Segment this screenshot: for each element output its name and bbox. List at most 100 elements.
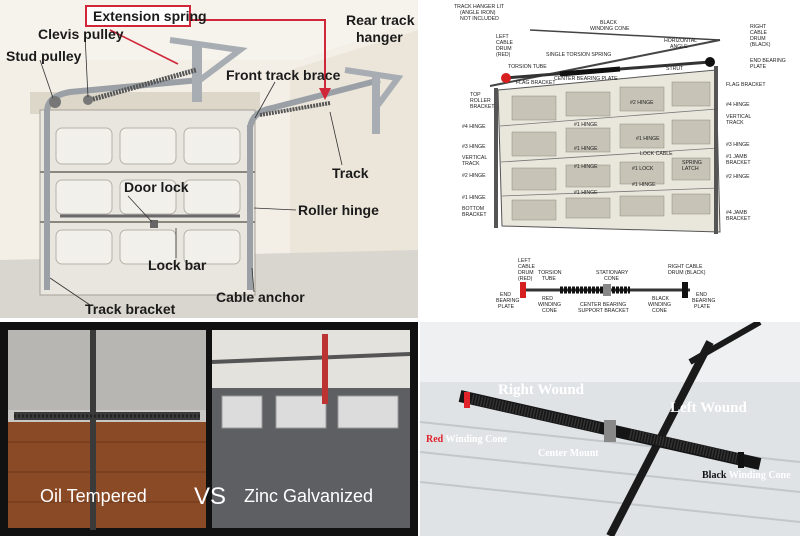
label-hinge1-left: #1 HINGE (462, 195, 486, 201)
label-top-roller-bracket-1: TOP (470, 92, 481, 98)
winding-direction-photo: Right Wound Left Wound Red Winding Cone … (420, 322, 800, 536)
label-lock-cable: LOCK CABLE (640, 151, 673, 157)
label-vertical-track-right-2: TRACK (726, 120, 744, 126)
label-red-word: Red (426, 434, 444, 445)
torsion-system-illustration: TRACK HANGER LIT (ANGLE IRON) NOT INCLUD… (420, 0, 800, 318)
label-hinge2-left: #2 HINGE (462, 173, 486, 179)
label-left-wound: Left Wound (670, 400, 747, 416)
label-right-cable-drum-2: CABLE (750, 30, 768, 36)
label-detail-black-cone-1: BLACK (652, 296, 670, 302)
label-rear-track-hanger-2: hanger (356, 29, 403, 45)
label-zinc-galvanized: Zinc Galvanized (244, 486, 373, 506)
label-detail-black-cone-2: WINDING (648, 302, 671, 308)
label-detail-right-drum-2: DRUM (BLACK) (668, 270, 706, 276)
label-clevis-pulley: Clevis pulley (38, 26, 124, 42)
label-detail-left-drum-4: (RED) (518, 276, 533, 282)
label-black-winding-cone: Black Winding Cone (702, 470, 791, 481)
label-track-bracket: Track bracket (85, 301, 176, 317)
label-center-mount: Center Mount (538, 448, 599, 459)
label-track: Track (332, 165, 369, 181)
label-detail-end-plate-left-3: PLATE (498, 304, 515, 310)
label-hinge1-e: #1 HINGE (632, 182, 656, 188)
label-hinge3-right: #3 HINGE (726, 142, 750, 148)
label-right-cable-drum-1: RIGHT (750, 24, 767, 30)
label-detail-stationary-cone-1: STATIONARY (596, 270, 629, 276)
label-detail-end-plate-left-2: BEARING (496, 298, 519, 304)
label-black-winding-cone-2: WINDING CONE (590, 26, 630, 32)
label-extension-spring: Extension spring (93, 8, 207, 24)
label-hinge1-f: #1 HINGE (574, 190, 598, 196)
label-spring-latch-1: SPRING (682, 160, 702, 166)
extension-spring-diagram: Extension spring Clevis pulley Stud pull… (0, 0, 418, 318)
label-detail-center-bearing-1: CENTER BEARING (580, 302, 626, 308)
label-black-winding-cone-1: BLACK (600, 20, 618, 26)
label-vs: VS (194, 483, 226, 510)
label-top-roller-bracket-2: ROLLER (470, 98, 491, 104)
label-left-cable-drum-2: CABLE (496, 40, 514, 46)
label-right-cable-drum-4: (BLACK) (750, 42, 771, 48)
label-flag-bracket-right: FLAG BRACKET (726, 82, 766, 88)
label-hinge4-right: #4 HINGE (726, 102, 750, 108)
label-detail-torsion-tube-2: TUBE (542, 276, 556, 282)
label-right-wound: Right Wound (498, 382, 585, 398)
label-detail-stationary-cone-2: CONE (604, 276, 620, 282)
label-single-torsion-spring: SINGLE TORSION SPRING (546, 52, 611, 58)
label-center-bearing-plate: CENTER BEARING PLATE (554, 76, 618, 82)
label-black-word: Black (702, 470, 727, 481)
label-detail-end-plate-left-1: END (500, 292, 511, 298)
label-horizontal-angle-2: ANGLE (670, 44, 688, 50)
label-rear-track-hanger-1: Rear track (346, 12, 415, 28)
label-vertical-track-right-1: VERTICAL (726, 114, 751, 120)
label-track-hanger-2: (ANGLE IRON) (460, 10, 496, 16)
label-cable-anchor: Cable anchor (216, 289, 305, 305)
label-left-cable-drum-3: DRUM (496, 46, 512, 52)
label-top-roller-bracket-3: BRACKET (470, 104, 495, 110)
label-end-bearing-plate-right-1: END BEARING (750, 58, 786, 64)
label-right-cable-drum-3: DRUM (750, 36, 766, 42)
label-stud-pulley: Stud pulley (6, 48, 82, 64)
label-detail-end-plate-right-3: PLATE (694, 304, 711, 310)
label-hinge1-b: #1 HINGE (636, 136, 660, 142)
label-detail-red-cone-3: CONE (542, 308, 558, 314)
winding-direction-illustration: Right Wound Left Wound Red Winding Cone … (420, 322, 800, 536)
label-door-lock: Door lock (124, 179, 189, 195)
label-strut: STRUT (666, 66, 684, 72)
label-detail-black-cone-3: CONE (652, 308, 668, 314)
label-detail-left-drum-1: LEFT (518, 258, 532, 264)
extension-spring-illustration: Extension spring Clevis pulley Stud pull… (0, 0, 418, 318)
label-front-track-brace: Front track brace (226, 67, 341, 83)
label-red-winding-cone-rest: Winding Cone (443, 434, 508, 445)
label-track-hanger-1: TRACK HANGER LIT (454, 4, 505, 10)
label-bottom-bracket-1: BOTTOM (462, 206, 484, 212)
label-detail-end-plate-right-1: END (696, 292, 707, 298)
label-torsion-tube: TORSION TUBE (508, 64, 547, 70)
label-hinge1-d: #1 HINGE (574, 164, 598, 170)
label-hinge1-c: #1 HINGE (574, 146, 598, 152)
label-bottom-bracket-2: BRACKET (462, 212, 487, 218)
label-detail-right-drum-1: RIGHT CABLE (668, 264, 703, 270)
label-hinge2-right: #2 HINGE (726, 174, 750, 180)
label-detail-center-bearing-2: SUPPORT BRACKET (578, 308, 630, 314)
label-oil-tempered: Oil Tempered (40, 486, 147, 506)
label-end-bearing-plate-right-2: PLATE (750, 64, 767, 70)
label-detail-red-cone-1: RED (542, 296, 553, 302)
spring-coating-comparison: Oil Tempered VS Zinc Galvanized (0, 322, 418, 536)
label-hinge1-lock: #1 LOCK (632, 166, 654, 172)
label-detail-torsion-tube-1: TORSION (538, 270, 562, 276)
label-detail-red-cone-2: WINDING (538, 302, 561, 308)
label-hinge2-top: #2 HINGE (630, 100, 654, 106)
label-detail-end-plate-right-2: BEARING (692, 298, 715, 304)
label-vertical-track-left-2: TRACK (462, 161, 480, 167)
label-flag-bracket-left: FLAG BRACKET (516, 80, 556, 86)
label-vertical-track-left-1: VERTICAL (462, 155, 487, 161)
label-horizontal-angle-1: HORIZONTAL (664, 38, 697, 44)
label-hinge1-a: #1 HINGE (574, 122, 598, 128)
label-black-winding-cone-rest: Winding Cone (726, 470, 791, 481)
label-hinge4-jamb-2: BRACKET (726, 216, 751, 222)
label-red-winding-cone: Red Winding Cone (426, 434, 508, 445)
label-spring-latch-2: LATCH (682, 166, 699, 172)
label-detail-left-drum-2: CABLE (518, 264, 536, 270)
label-left-cable-drum-4: (RED) (496, 52, 511, 58)
label-hinge3-left: #3 HINGE (462, 144, 486, 150)
label-lock-bar: Lock bar (148, 257, 207, 273)
